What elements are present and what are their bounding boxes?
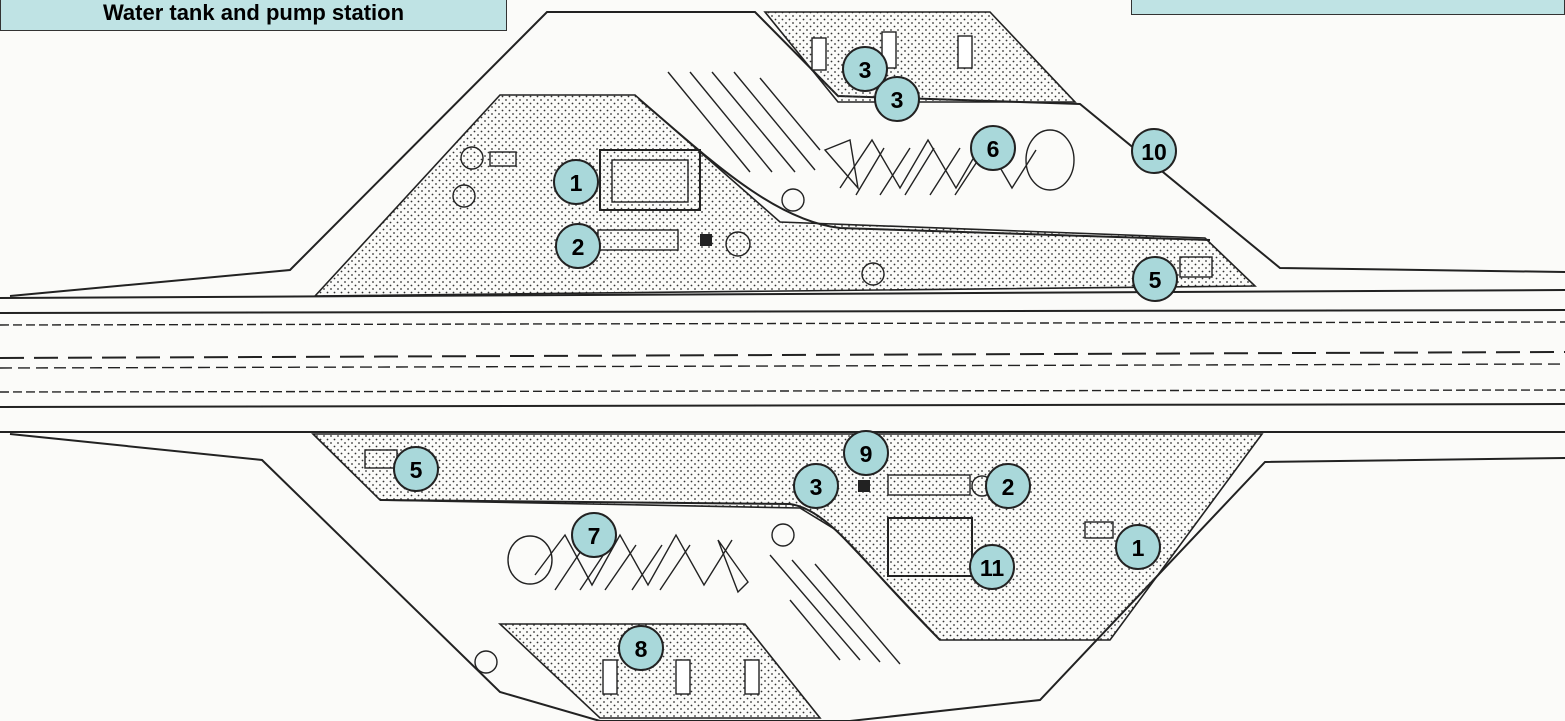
south-service-area [9, 433, 1565, 721]
marker-7: 7 [571, 512, 617, 558]
marker-2: 2 [555, 223, 601, 269]
highway [0, 289, 1565, 433]
marker-9: 9 [843, 430, 889, 476]
marker-label: 11 [980, 555, 1005, 581]
north-service-area [9, 11, 1565, 297]
marker-1: 1 [553, 159, 599, 205]
marker-3: 3 [793, 463, 839, 509]
marker-label: 6 [987, 136, 1000, 162]
handwritten-annotations-north [452, 146, 885, 286]
marker-label: 8 [635, 636, 648, 662]
title-text: Water tank and pump station [102, 0, 405, 25]
marker-label: 9 [860, 441, 873, 467]
marker-label: 1 [570, 170, 583, 196]
marker-label: 5 [1149, 267, 1162, 293]
marker-5: 5 [1132, 256, 1178, 302]
marker-2: 2 [985, 463, 1031, 509]
marker-label: 1 [1132, 535, 1145, 561]
marker-label: 2 [1002, 474, 1015, 500]
marker-label: 3 [810, 474, 823, 500]
marker-label: 3 [859, 57, 872, 83]
title-box-right [1131, 0, 1565, 15]
marker-3: 3 [842, 46, 888, 92]
marker-label: 2 [572, 234, 585, 260]
title-box: Water tank and pump station [0, 0, 507, 31]
marker-label: 3 [891, 87, 904, 113]
marker-label: 10 [1141, 139, 1167, 165]
marker-6: 6 [970, 125, 1016, 171]
marker-8: 8 [618, 625, 664, 671]
marker-11: 11 [969, 544, 1015, 590]
marker-1: 1 [1115, 524, 1161, 570]
marker-10: 10 [1131, 128, 1177, 174]
marker-3: 3 [874, 76, 920, 122]
marker-5: 5 [393, 446, 439, 492]
marker-label: 5 [410, 457, 423, 483]
marker-label: 7 [588, 523, 601, 549]
